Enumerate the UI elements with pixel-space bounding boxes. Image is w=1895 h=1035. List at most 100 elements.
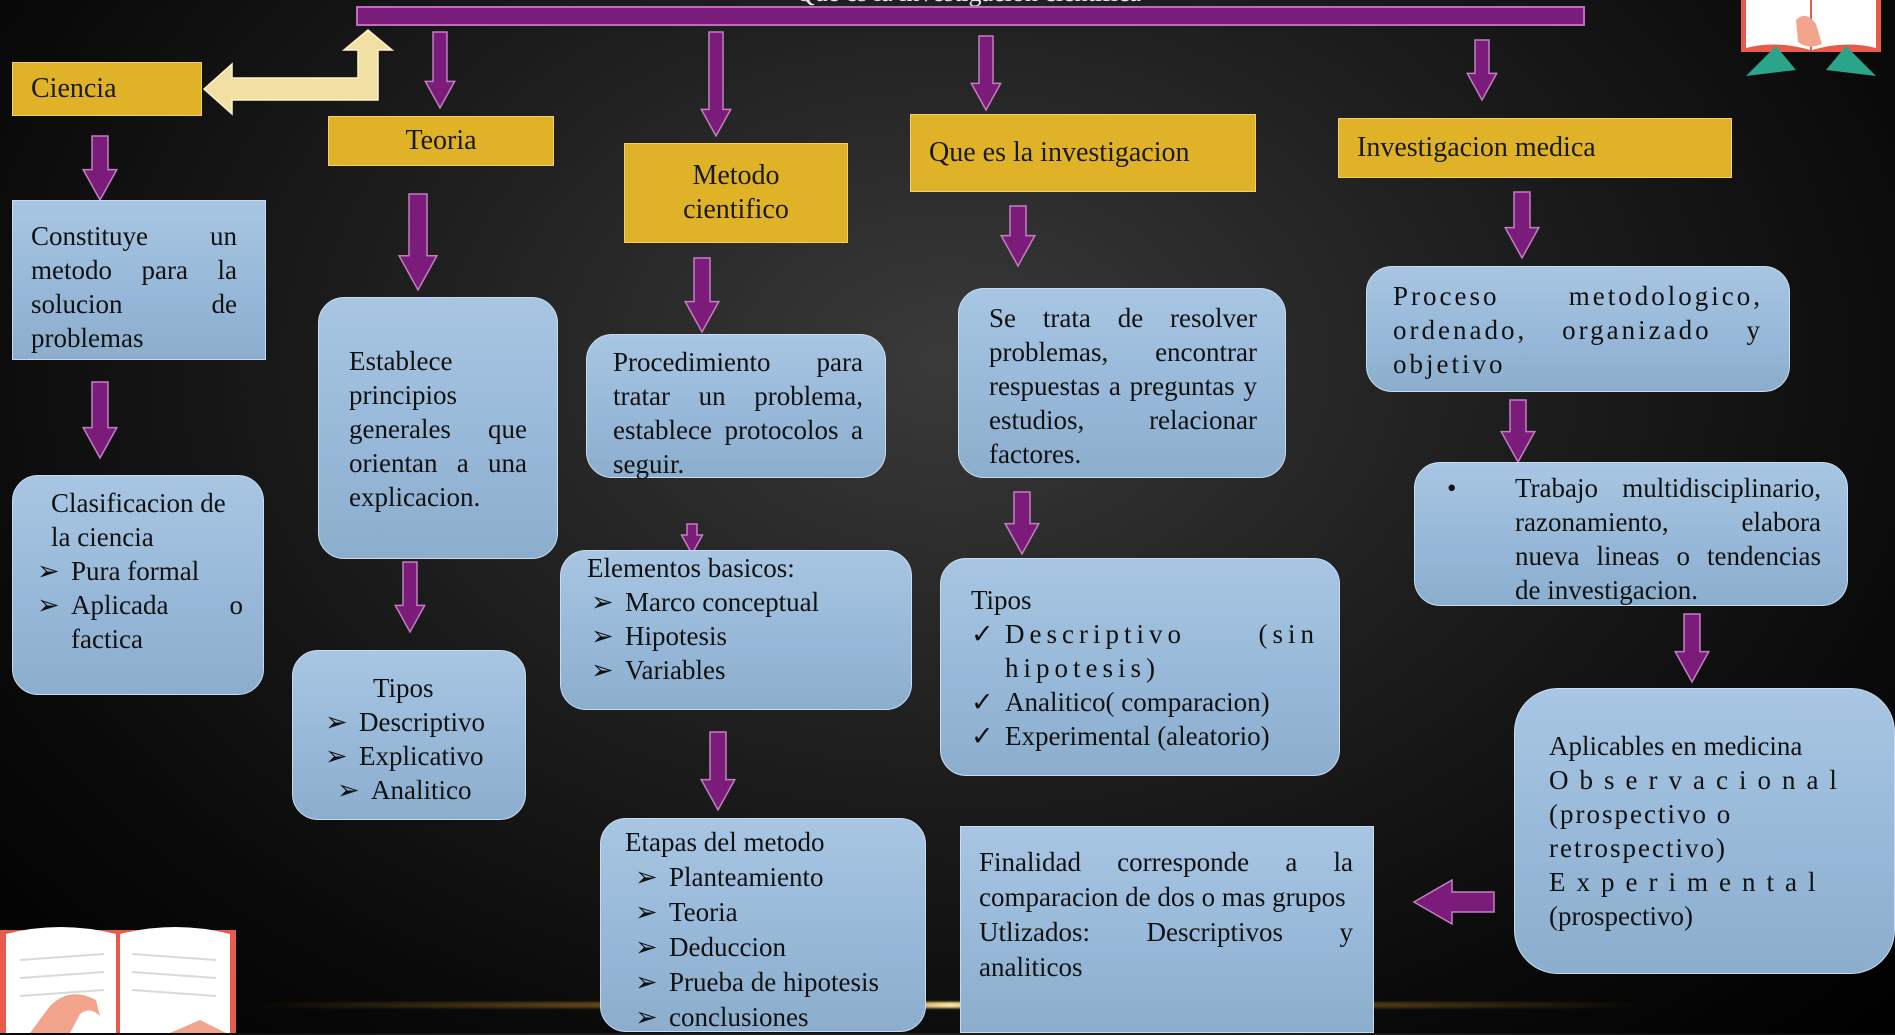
- arrow-desc-to-types: [1003, 491, 1041, 556]
- classification-title: Clasificacion de la ciencia: [51, 488, 226, 552]
- stage-item: Prueba de hipotesis: [669, 967, 879, 997]
- applicable-title: Aplicables en medicina: [1549, 731, 1803, 761]
- arrow-bullet-icon: ➢: [591, 587, 614, 617]
- arrow-bullet-icon: ➢: [635, 932, 658, 962]
- stages-title: Etapas del metodo: [625, 827, 825, 857]
- stage-item: Teoria: [669, 897, 738, 927]
- arrow-bullet-icon: ➢: [591, 621, 614, 651]
- teoria-type: Explicativo: [359, 741, 484, 771]
- applicable-observacional: Observacional: [1549, 765, 1848, 795]
- arrow-bullet-icon: ➢: [37, 590, 60, 620]
- teoria-description: Establece principios generales que orien…: [318, 297, 558, 559]
- ciencia-description: Constituye un metodo para la solucion de…: [12, 200, 266, 360]
- node-ciencia: Ciencia: [12, 62, 202, 116]
- arrow-bullet-icon: ➢: [325, 707, 348, 737]
- list-item: ✓ Analitico( comparacion): [971, 685, 1319, 719]
- arrow-teoria-to-desc: [397, 193, 439, 292]
- medica-bullet-box: •Trabajo multidisciplinario, razonamient…: [1414, 462, 1848, 606]
- arrow-metodo-to-desc: [683, 257, 721, 334]
- element-item: Hipotesis: [625, 621, 728, 651]
- node-que-es-la-investigacion: Que es la investigacion: [910, 114, 1256, 192]
- list-item: ➢ Marco conceptual: [587, 585, 891, 619]
- dot-bullet-icon: •: [1447, 473, 1457, 503]
- arrow-elements-to-stages: [699, 731, 737, 812]
- top-connector-bar: [356, 6, 1585, 26]
- medica-applicable: Aplicables en medicina Observacional (pr…: [1514, 688, 1895, 974]
- arrow-bar-to-metodo: [700, 31, 732, 138]
- applicable-experimental: Experimental: [1549, 867, 1827, 897]
- arrow-desc-to-bullet: [1499, 399, 1537, 464]
- stage-item: Planteamiento: [669, 862, 824, 892]
- arrow-medica-to-desc: [1503, 191, 1541, 260]
- list-item: ➢ Descriptivo: [321, 705, 515, 739]
- list-item: ➢ Hipotesis: [587, 619, 891, 653]
- book-icon-bottom: [0, 927, 236, 1033]
- list-item: ✓ Experimental (aleatorio): [971, 719, 1319, 753]
- bent-arrow-to-ciencia: [202, 29, 395, 116]
- investigacion-type: Descriptivo (sin hipotesis): [1005, 619, 1319, 683]
- list-item: ➢ Deduccion: [631, 930, 905, 965]
- teoria-types-title: Tipos: [373, 673, 434, 703]
- arrow-desc-to-classification: [81, 381, 119, 460]
- investigacion-type: Analitico( comparacion): [1005, 687, 1270, 717]
- arrow-bar-to-medica: [1466, 39, 1498, 102]
- list-item: ➢ Aplicada o factica: [33, 588, 243, 656]
- finalidad-text: Finalidad corresponde a la comparacion d…: [979, 847, 1353, 912]
- list-item: ➢ Variables: [587, 653, 891, 687]
- medica-description: Proceso metodologico, ordenado, organiza…: [1366, 266, 1790, 392]
- list-item: ➢Planteamiento: [631, 860, 905, 895]
- applicable-experimental-detail: (prospectivo): [1549, 901, 1693, 931]
- finalidad-box: Finalidad corresponde a la comparacion d…: [960, 826, 1374, 1033]
- node-teoria: Teoria: [328, 116, 554, 166]
- node-metodo-cientifico: Metodo cientifico: [624, 143, 848, 243]
- arrow-bullet-icon: ➢: [337, 775, 360, 805]
- arrow-bullet-icon: ➢: [591, 655, 614, 685]
- list-item: ➢Pura formal: [33, 554, 243, 588]
- list-item: ➢ Explicativo: [321, 739, 515, 773]
- list-item: •Trabajo multidisciplinario, razonamient…: [1439, 471, 1821, 607]
- teoria-type: Descriptivo: [359, 707, 485, 737]
- check-bullet-icon: ✓: [971, 687, 994, 717]
- arrow-desc-to-types: [394, 561, 426, 634]
- elements-list: ➢ Marco conceptual ➢ Hipotesis ➢ Variables: [587, 585, 891, 687]
- list-item: ➢ Prueba de hipotesis: [631, 965, 905, 1000]
- header-cut-text: Que es la investigacion cientifica: [356, 0, 1581, 8]
- metodo-description: Procedimiento para tratar un problema, e…: [586, 334, 886, 479]
- classification-item: Aplicada o factica: [71, 590, 243, 654]
- arrow-bullet-icon: ➢: [325, 741, 348, 771]
- element-item: Variables: [625, 655, 726, 685]
- medica-bullet-list: •Trabajo multidisciplinario, razonamient…: [1439, 471, 1821, 607]
- classification-item: Pura formal: [71, 556, 200, 586]
- investigacion-types-title: Tipos: [971, 585, 1032, 615]
- investigacion-description: Se trata de resolver problemas, encontra…: [958, 288, 1286, 478]
- bottom-glow-line: [250, 1002, 1650, 1008]
- arrow-bullet-to-applicable: [1673, 613, 1711, 684]
- list-item: ➢ Teoria: [631, 895, 905, 930]
- elements-title: Elementos basicos:: [587, 553, 795, 583]
- arrow-bullet-icon: ➢: [635, 897, 658, 927]
- teoria-types-list: ➢ Descriptivo ➢ Explicativo ➢Analitico: [321, 705, 515, 807]
- metodo-stages: Etapas del metodo ➢Planteamiento ➢Teoria…: [600, 818, 926, 1032]
- investigacion-type: Experimental (aleatorio): [1005, 721, 1270, 751]
- stage-item: conclusiones: [669, 1002, 809, 1032]
- arrow-ciencia-to-desc: [81, 135, 119, 202]
- applicable-observacional-detail: (prospectivo o retrospectivo): [1549, 799, 1733, 863]
- node-investigacion-medica: Investigacion medica: [1338, 118, 1732, 178]
- investigacion-types-list: ✓Descriptivo (sin hipotesis) ✓Analitico(…: [971, 617, 1319, 753]
- element-item: Marco conceptual: [625, 587, 820, 617]
- list-item: ✓Descriptivo (sin hipotesis): [971, 617, 1319, 685]
- ciencia-classification: Clasificacion de la ciencia ➢Pura formal…: [12, 475, 264, 695]
- arrow-applicable-to-finalidad: [1412, 878, 1495, 926]
- arrow-bar-to-investigacion: [970, 35, 1002, 112]
- teoria-types: Tipos ➢ Descriptivo ➢ Explicativo ➢Analiti…: [292, 650, 526, 820]
- arrow-investigacion-to-desc: [999, 205, 1037, 268]
- investigacion-types: Tipos ✓Descriptivo (sin hipotesis) ✓Anal…: [940, 558, 1340, 776]
- stage-item: Deduccion: [669, 932, 786, 962]
- utilizados-text: Utlizados: Descriptivos y analiticos: [979, 917, 1353, 982]
- classification-list: ➢Pura formal ➢ Aplicada o factica: [33, 554, 243, 656]
- arrow-bullet-icon: ➢: [635, 967, 658, 997]
- check-bullet-icon: ✓: [971, 721, 994, 751]
- list-item: ➢Analitico: [333, 773, 515, 807]
- metodo-elements: Elementos basicos: ➢ Marco conceptual ➢ Hi…: [560, 550, 912, 710]
